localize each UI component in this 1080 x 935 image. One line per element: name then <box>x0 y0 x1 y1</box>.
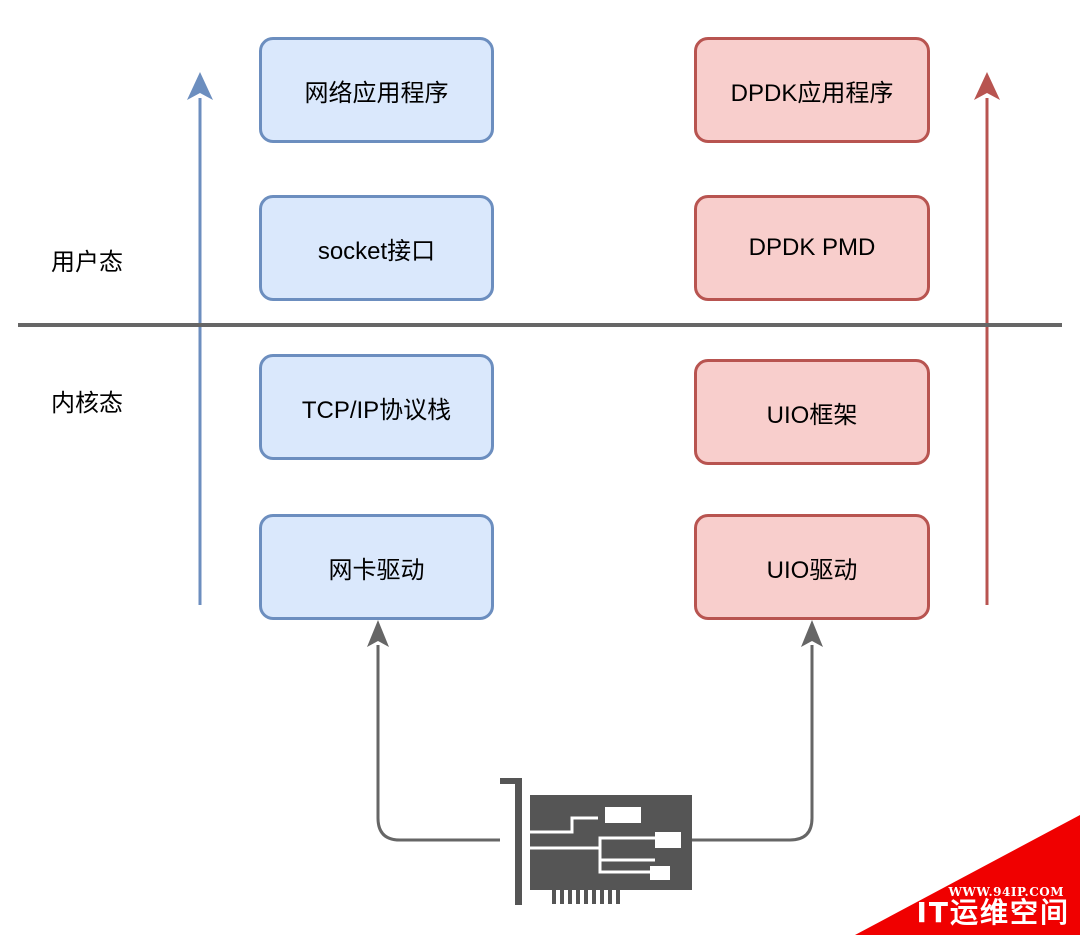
nic-to-nic-driver-connector <box>367 620 500 842</box>
watermark-url: WWW.94IP.COM <box>948 885 1064 899</box>
watermark-triangle <box>855 815 1080 935</box>
uio-driver-box: UIO驱动 <box>694 514 930 620</box>
user-space-label: 用户态 <box>51 249 123 276</box>
right-upward-arrow <box>974 72 1000 605</box>
socket-interface-box: socket接口 <box>259 195 494 301</box>
kernel-space-label: 内核态 <box>51 390 123 417</box>
tcpip-stack-box: TCP/IP协议栈 <box>259 354 494 460</box>
dpdk-application-box: DPDK应用程序 <box>694 37 930 143</box>
network-card-icon <box>500 778 692 905</box>
nic-driver-box: 网卡驱动 <box>259 514 494 620</box>
left-upward-arrow <box>187 72 213 605</box>
nic-to-uio-driver-connector <box>690 620 823 842</box>
watermark-name: IT运维空间 <box>916 896 1070 929</box>
network-application-box: 网络应用程序 <box>259 37 494 143</box>
uio-framework-box: UIO框架 <box>694 359 930 465</box>
dpdk-pmd-box: DPDK PMD <box>694 195 930 301</box>
